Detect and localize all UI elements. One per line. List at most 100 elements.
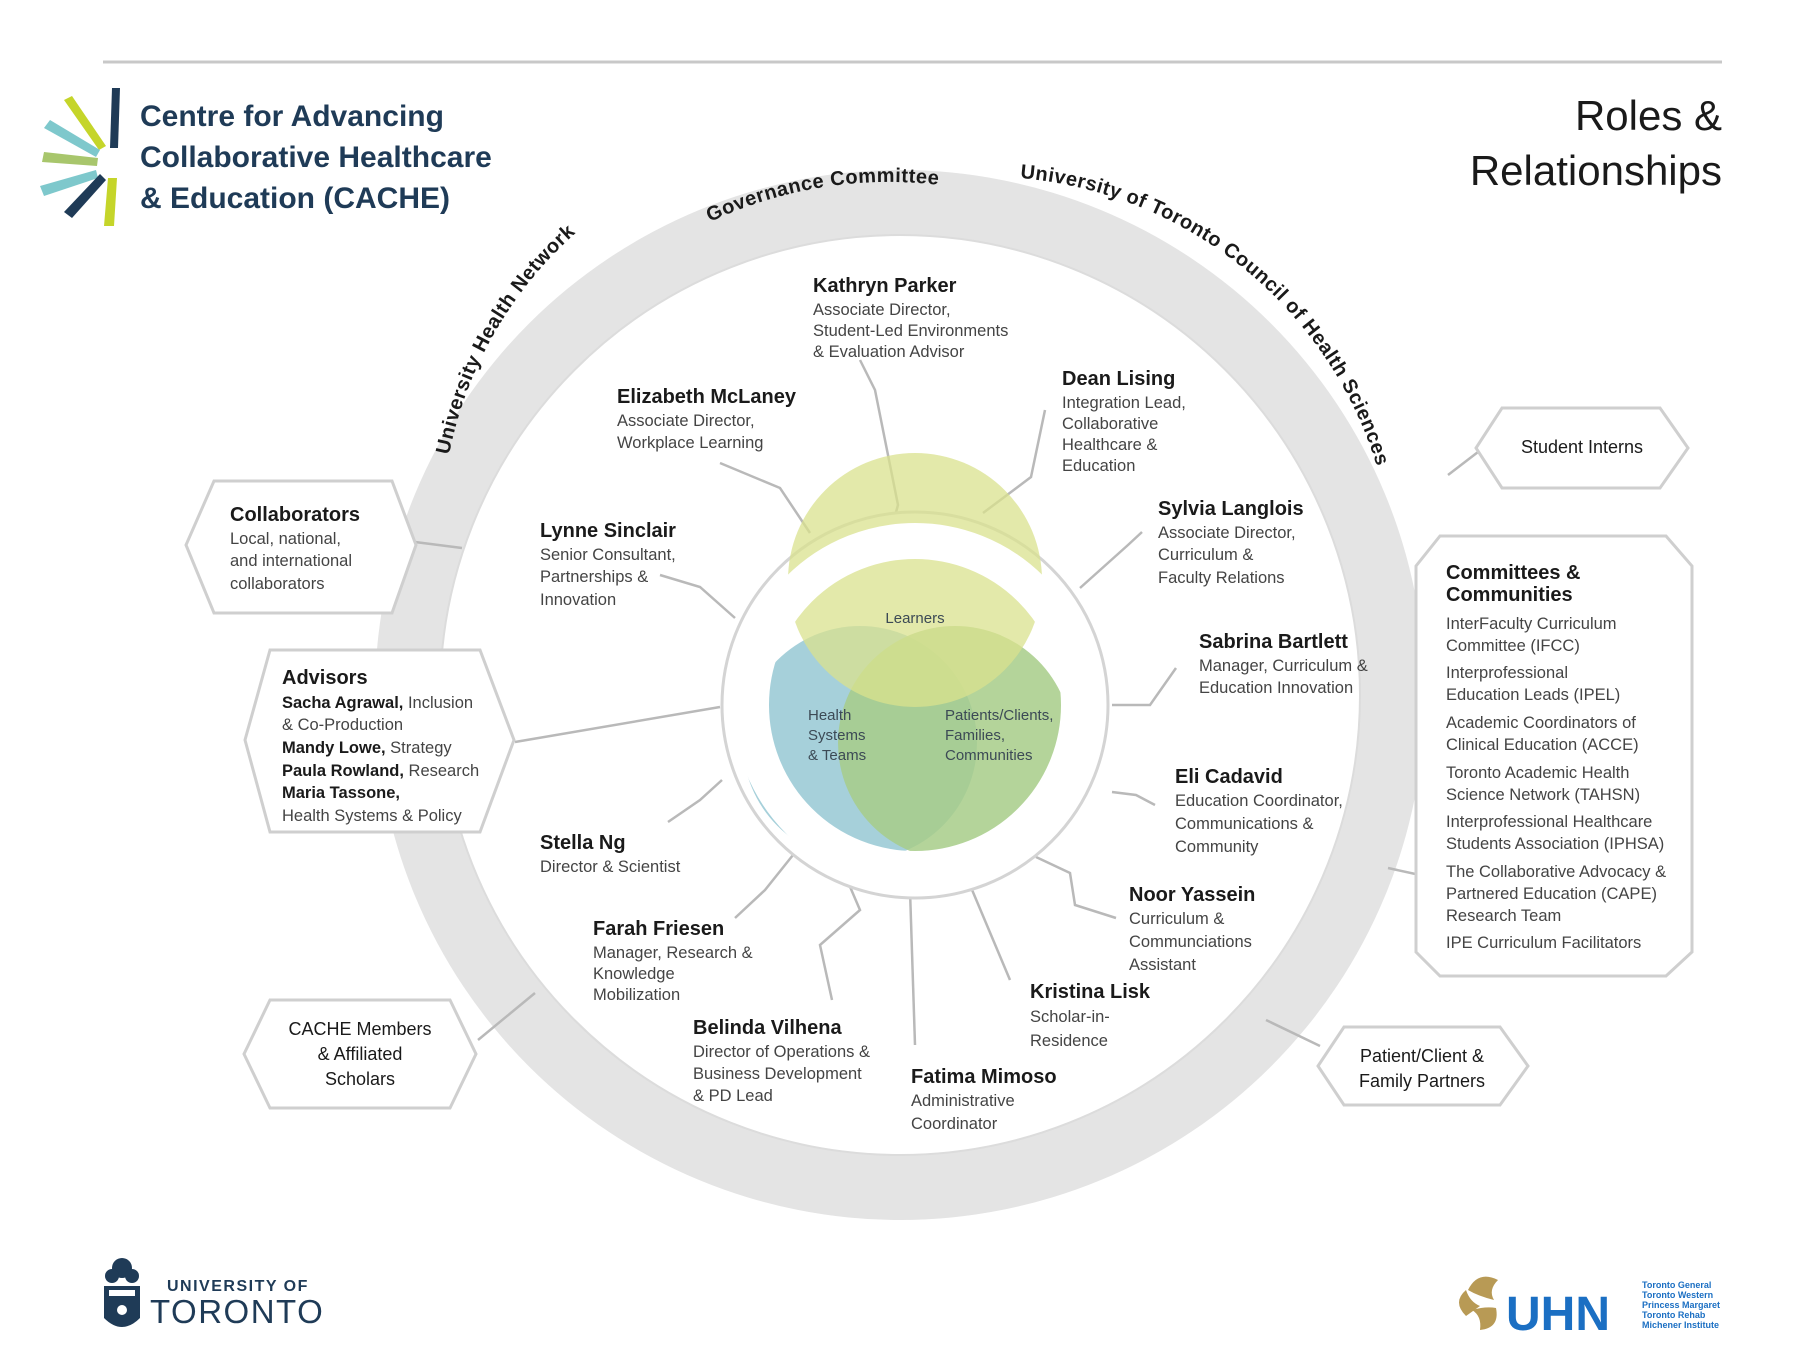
cache-members-line: Scholars [325,1069,395,1089]
person-role: Coordinator [911,1115,998,1133]
advisor-line: & Co-Production [282,716,403,734]
venn-patients-label-3: Communities [945,747,1033,764]
person-role: Communications & [1175,815,1313,833]
person-role: Director of Operations & [693,1043,870,1061]
advisor-line: Paula Rowland, Research [282,762,479,780]
person-role: Education Innovation [1199,679,1353,697]
page-title-line-2: Relationships [1470,147,1722,194]
person-role: Associate Director, [813,301,951,319]
committees-box: Committees & Communities InterFaculty Cu… [1414,534,1694,978]
person-belinda-vilhena: Belinda Vilhena Director of Operations &… [693,1017,870,1105]
person-name: Stella Ng [540,832,626,854]
person-role: Director & Scientist [540,858,681,876]
person-sabrina-bartlett: Sabrina Bartlett Manager, Curriculum & E… [1199,631,1368,697]
committee-item: InterFaculty Curriculum [1446,615,1617,633]
person-role: Faculty Relations [1158,569,1285,587]
person-role: Workplace Learning [617,434,763,452]
person-farah-friesen: Farah Friesen Manager, Research & Knowle… [593,918,753,1004]
uhn-site: Toronto Rehab [1642,1310,1706,1320]
org-name-line-1: Centre for Advancing [140,100,444,133]
person-fatima-mimoso: Fatima Mimoso Administrative Coordinator [911,1066,1057,1133]
person-role: Assistant [1129,956,1196,974]
person-kristina-lisk: Kristina Lisk Scholar-in- Residence [1030,981,1151,1050]
committee-item: Committee (IFCC) [1446,637,1580,655]
person-role: Communciations [1129,933,1252,951]
uhn-site: Michener Institute [1642,1320,1719,1330]
advisor-line: Health Systems & Policy [282,807,462,825]
person-name: Kristina Lisk [1030,981,1151,1003]
patient-partners-line: Family Partners [1359,1071,1485,1091]
person-kathryn-parker: Kathryn Parker Associate Director, Stude… [813,275,1008,361]
person-role: Administrative [911,1092,1015,1110]
person-sylvia-langlois: Sylvia Langlois Associate Director, Curr… [1158,498,1304,587]
person-dean-lising: Dean Lising Integration Lead, Collaborat… [1062,368,1186,475]
person-role: Innovation [540,591,616,609]
person-role: Business Development [693,1065,862,1083]
committee-item: Science Network (TAHSN) [1446,786,1640,804]
advisors-title: Advisors [282,667,368,689]
outer-connectors [414,451,1479,1048]
person-role: Curriculum & [1129,910,1224,928]
person-role: Collaborative [1062,415,1158,433]
venn-health-label-3: & Teams [808,747,866,764]
uhn-logo: UHN Toronto General Toronto Western Prin… [1459,1276,1720,1341]
person-role: Education Coordinator, [1175,792,1343,810]
committee-item: Interprofessional [1446,664,1568,682]
uoft-line-1: UNIVERSITY OF [167,1278,309,1295]
person-name: Noor Yassein [1129,884,1255,906]
uoft-crest-icon [104,1258,140,1327]
uhn-wordmark: UHN [1506,1288,1610,1341]
uoft-line-2: TORONTO [150,1293,324,1330]
patient-partners-box: Patient/Client & Family Partners [1316,1025,1530,1107]
committee-item: Academic Coordinators of [1446,714,1636,732]
venn-learners-circle [788,453,1042,707]
person-role: Senior Consultant, [540,546,676,564]
patient-partners-line: Patient/Client & [1360,1046,1484,1066]
uhn-emblem-icon [1459,1276,1498,1330]
person-role: Scholar-in- [1030,1008,1110,1026]
cache-members-line: CACHE Members [288,1019,431,1039]
committee-item: IPE Curriculum Facilitators [1446,934,1641,952]
person-role: Mobilization [593,986,680,1004]
advisors-box: Advisors Sacha Agrawal, Inclusion & Co-P… [243,648,516,834]
cache-members-box: CACHE Members & Affiliated Scholars [242,998,478,1110]
venn-patients-label-1: Patients/Clients, [945,707,1053,724]
page-title-line-1: Roles & [1575,92,1722,139]
collaborators-box: Collaborators Local, national, and inter… [184,479,418,615]
person-name: Farah Friesen [593,918,724,940]
org-name-line-2: Collaborative Healthcare [140,141,492,174]
person-name: Elizabeth McLaney [617,386,797,408]
person-name: Eli Cadavid [1175,766,1283,788]
org-name: Centre for Advancing Collaborative Healt… [140,100,492,215]
collaborators-line: collaborators [230,575,324,593]
advisor-line: Maria Tassone, [282,784,400,802]
committee-item: Clinical Education (ACCE) [1446,736,1639,754]
person-role: Knowledge [593,965,675,983]
committees-title: Committees & [1446,562,1580,584]
person-name: Dean Lising [1062,368,1175,390]
person-noor-yassein: Noor Yassein Curriculum & Communciations… [1129,884,1255,974]
person-role: Associate Director, [617,412,755,430]
venn-health-label-2: Systems [808,727,866,744]
person-role: Curriculum & [1158,546,1253,564]
venn-health-label-1: Health [808,707,851,724]
cache-logo-icon [40,88,120,226]
person-role: Partnerships & [540,568,648,586]
person-role: & PD Lead [693,1087,773,1105]
person-role: Community [1175,838,1259,856]
person-role: Healthcare & [1062,436,1157,454]
collaborators-line: and international [230,552,352,570]
person-name: Belinda Vilhena [693,1017,842,1039]
committee-item: Partnered Education (CAPE) [1446,885,1657,903]
collaborators-title: Collaborators [230,504,360,526]
person-name: Sabrina Bartlett [1199,631,1348,653]
uoft-logo: UNIVERSITY OF TORONTO [104,1258,324,1330]
person-name: Kathryn Parker [813,275,957,297]
committee-item: Interprofessional Healthcare [1446,813,1652,831]
student-interns-label: Student Interns [1521,437,1643,457]
committee-item: The Collaborative Advocacy & [1446,863,1666,881]
person-eli-cadavid: Eli Cadavid Education Coordinator, Commu… [1175,766,1343,856]
person-role: Education [1062,457,1135,475]
person-role: Associate Director, [1158,524,1296,542]
